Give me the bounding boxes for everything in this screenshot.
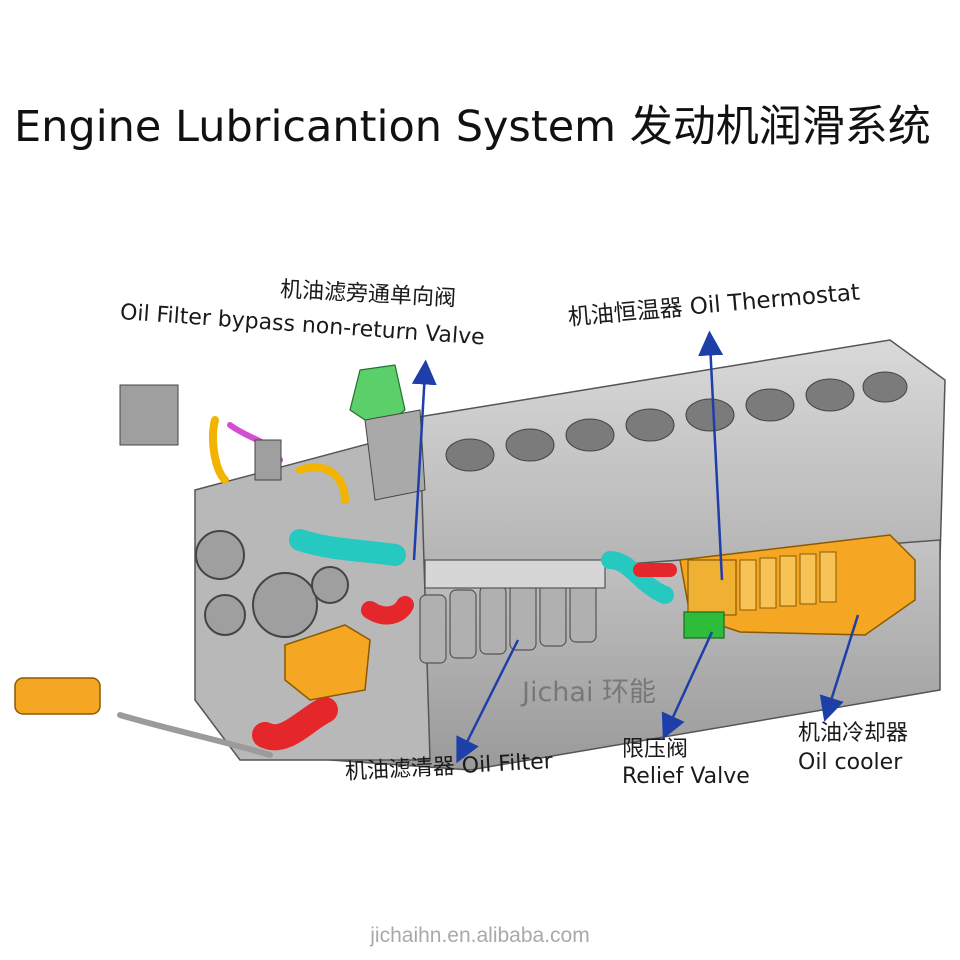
label-oil-cooler-en: Oil cooler xyxy=(798,750,903,775)
arrow-bypass-valve xyxy=(411,359,437,561)
watermark: Jichai 环能 xyxy=(522,677,657,708)
footer-url: jichaihn.en.alibaba.com xyxy=(370,924,590,947)
arrow-oil-filter xyxy=(456,639,520,764)
top-housing xyxy=(349,364,426,501)
front-oil-pump xyxy=(119,384,371,701)
oil-cooler xyxy=(679,534,916,636)
arrow-oil-cooler xyxy=(819,614,860,722)
arrow-relief-valve xyxy=(661,631,714,740)
oil-pipes xyxy=(117,416,677,758)
remote-oil-unit xyxy=(14,677,101,715)
callout-arrows xyxy=(411,330,860,764)
label-relief-valve-cn: 限压阀 xyxy=(622,737,689,762)
page-title: Engine Lubricantion System 发动机润滑系统 xyxy=(14,102,931,152)
relief-valve xyxy=(683,611,725,639)
arrow-thermostat xyxy=(698,330,724,581)
oil-filter-canisters xyxy=(419,559,606,664)
label-relief-valve-en: Relief Valve xyxy=(622,764,750,789)
label-oil-cooler-cn: 机油冷却器 xyxy=(798,721,909,746)
